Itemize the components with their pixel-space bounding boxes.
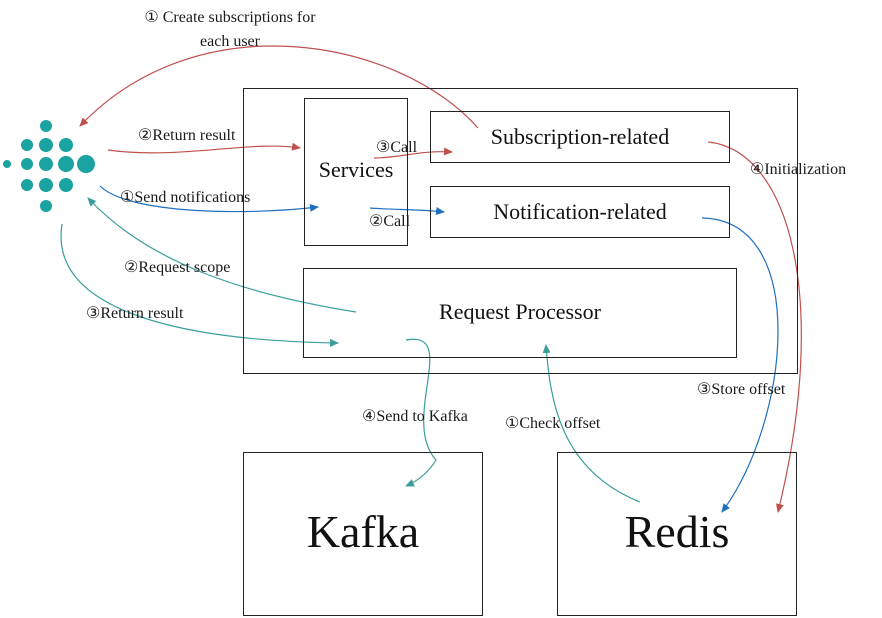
kafka-box: Kafka xyxy=(243,452,483,616)
label-send-to-kafka: ④Send to Kafka xyxy=(362,408,468,425)
label-create-subscriptions-line1: ① Create subscriptions for xyxy=(144,9,316,26)
arrow-return-result-top xyxy=(107,142,301,154)
request-processor-label: Request Processor xyxy=(439,299,601,324)
redis-box: Redis xyxy=(557,452,797,616)
kafka-label: Kafka xyxy=(306,506,420,557)
system-container-box xyxy=(243,88,798,374)
label-store-offset: ③Store offset xyxy=(697,381,786,398)
label-request-scope: ②Request scope xyxy=(124,259,231,276)
arrow-request-scope xyxy=(87,197,357,313)
label-initialization: ④Initialization xyxy=(750,161,847,178)
arrow-call-subscription xyxy=(373,147,453,159)
label-check-offset: ①Check offset xyxy=(505,415,601,432)
arrow-initialization xyxy=(707,141,802,513)
arrow-send-to-kafka xyxy=(405,338,437,487)
services-label: Services xyxy=(318,157,394,182)
request-processor-box: Request Processor xyxy=(303,268,737,358)
label-create-subscriptions-line2: each user xyxy=(200,33,260,50)
arrow-check-offset xyxy=(542,344,641,503)
arrow-return-result-bottom xyxy=(60,223,339,347)
services-box: Services xyxy=(304,98,408,246)
notification-related-box: Notification-related xyxy=(430,186,730,238)
label-call-2: ②Call xyxy=(369,213,411,230)
notification-related-label: Notification-related xyxy=(493,199,667,224)
dot-cluster-logo-icon xyxy=(3,120,95,212)
label-send-notifications: ①Send notifications xyxy=(120,189,251,206)
subscription-related-box: Subscription-related xyxy=(430,111,730,163)
arrow-store-offset xyxy=(701,217,779,513)
arrow-send-notifications xyxy=(99,185,319,213)
label-call-3: ③Call xyxy=(376,139,418,156)
redis-label: Redis xyxy=(624,506,730,557)
arrow-create-subscriptions xyxy=(79,45,479,129)
label-return-result-top: ②Return result xyxy=(138,127,236,144)
label-return-result-bottom: ③Return result xyxy=(86,305,184,322)
subscription-related-label: Subscription-related xyxy=(490,124,670,149)
